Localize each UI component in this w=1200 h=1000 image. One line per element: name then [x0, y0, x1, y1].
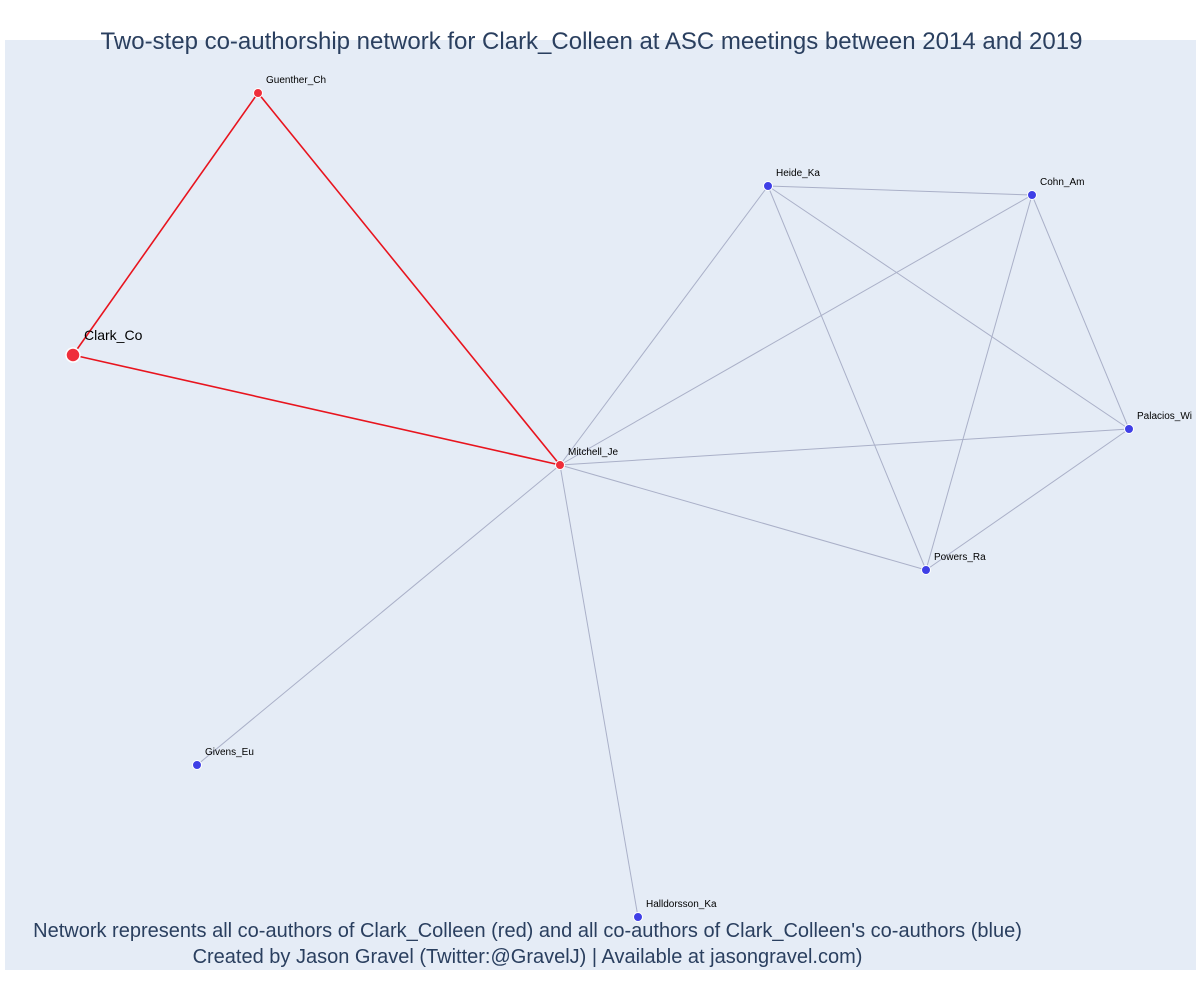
- node-Cohn_Am[interactable]: [1027, 190, 1037, 200]
- node-Guenther_Ch[interactable]: [253, 88, 263, 98]
- caption-line-1: Network represents all co-authors of Cla…: [33, 920, 1022, 942]
- edge-Mitchell_Je-Heide_Ka: [559, 185, 769, 466]
- node-Mitchell_Je[interactable]: [555, 460, 565, 470]
- edge-Heide_Ka-Cohn_Am: [767, 185, 1033, 196]
- label-Halldorsson_Ka: Halldorsson_Ka: [646, 899, 717, 910]
- label-Powers_Ra: Powers_Ra: [934, 552, 986, 563]
- node-Powers_Ra[interactable]: [921, 565, 931, 575]
- caption-line-2: Created by Jason Gravel (Twitter:@Gravel…: [192, 946, 863, 968]
- node-Clark_Co[interactable]: [65, 347, 81, 363]
- label-Heide_Ka: Heide_Ka: [776, 168, 820, 179]
- edge-Mitchell_Je-Halldorsson_Ka: [559, 464, 639, 918]
- label-Clark_Co: Clark_Co: [84, 327, 143, 343]
- edge-Heide_Ka-Powers_Ra: [767, 185, 927, 571]
- edge-Palacios_Wi-Powers_Ra: [925, 428, 1130, 571]
- node-Heide_Ka[interactable]: [763, 181, 773, 191]
- plot-background: [5, 40, 1196, 970]
- chart-caption: Network represents all co-authors of Cla…: [0, 918, 1055, 970]
- edge-Mitchell_Je-Givens_Eu: [196, 464, 561, 766]
- edge-Heide_Ka-Palacios_Wi: [767, 185, 1130, 430]
- label-Guenther_Ch: Guenther_Ch: [266, 75, 326, 86]
- edge-Clark_Co-Mitchell_Je: [72, 354, 561, 466]
- edge-Cohn_Am-Powers_Ra: [925, 194, 1033, 571]
- node-Palacios_Wi[interactable]: [1124, 424, 1134, 434]
- edge-Mitchell_Je-Powers_Ra: [559, 464, 927, 571]
- edge-Clark_Co-Guenther_Ch: [72, 92, 259, 356]
- label-Palacios_Wi: Palacios_Wi: [1137, 411, 1192, 422]
- node-Givens_Eu[interactable]: [192, 760, 202, 770]
- label-Mitchell_Je: Mitchell_Je: [568, 447, 618, 458]
- edge-Cohn_Am-Palacios_Wi: [1031, 194, 1130, 430]
- edge-Guenther_Ch-Mitchell_Je: [257, 92, 561, 466]
- nodes-layer: [65, 88, 1134, 922]
- node-Halldorsson_Ka[interactable]: [633, 912, 643, 922]
- edge-Mitchell_Je-Palacios_Wi: [559, 428, 1130, 466]
- label-Cohn_Am: Cohn_Am: [1040, 177, 1084, 188]
- label-Givens_Eu: Givens_Eu: [205, 747, 254, 758]
- chart-title: Two-step co-authorship network for Clark…: [100, 28, 1083, 55]
- edges-layer: [72, 92, 1130, 918]
- edge-Mitchell_Je-Cohn_Am: [559, 194, 1033, 466]
